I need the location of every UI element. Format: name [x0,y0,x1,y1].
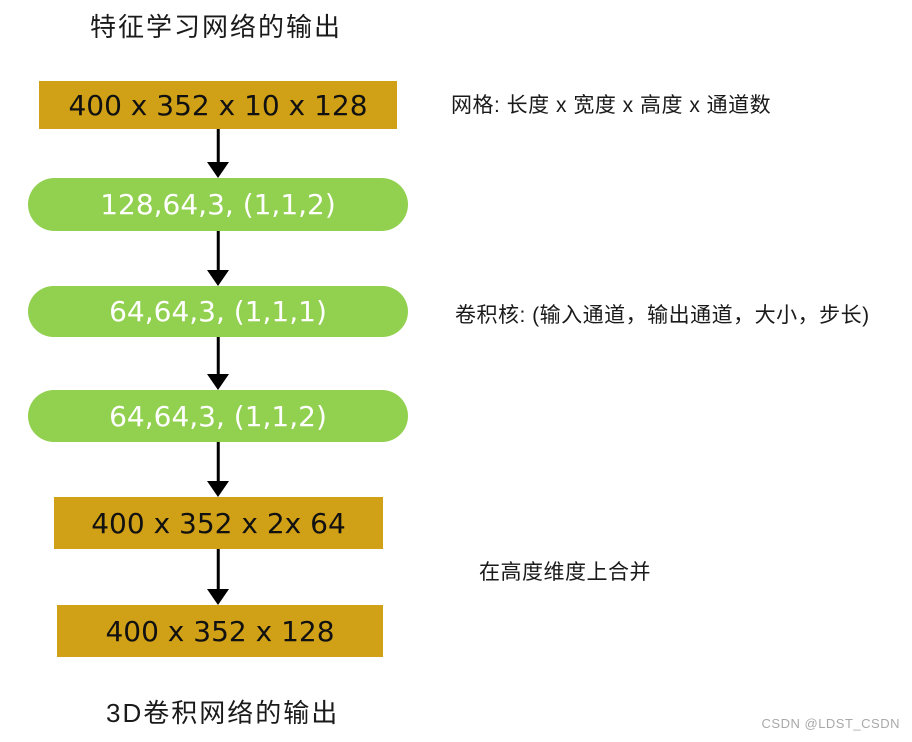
height-merge-annotation: 在高度维度上合并 [479,561,651,584]
feature-learning-output-label: 特征学习网络的输出 [90,12,343,42]
flow-node-conv-1: 128,64,3, (1,1,2) [28,178,408,231]
arrow-shaft [216,129,220,165]
arrow-shaft [216,231,220,273]
flow-arrow-2 [207,231,229,286]
grid-dimensions-annotation: 网格: 长度 x 宽度 x 高度 x 通道数 [451,94,772,117]
flow-arrow-4 [207,442,229,497]
arrow-head-icon [207,374,229,390]
flow-arrow-3 [207,337,229,390]
conv-kernel-annotation: 卷积核: (输入通道，输出通道，大小，步长) [455,304,870,327]
arrow-shaft [216,549,220,592]
flow-node-input-grid: 400 x 352 x 10 x 128 [39,81,397,129]
flow-node-conv-2: 64,64,3, (1,1,1) [28,286,408,337]
flow-node-output-grid: 400 x 352 x 128 [57,605,383,657]
csdn-watermark: CSDN @LDST_CSDN [761,716,900,731]
flow-node-merged-grid: 400 x 352 x 2x 64 [54,497,383,549]
arrow-head-icon [207,589,229,605]
arrow-shaft [216,442,220,484]
arrow-head-icon [207,162,229,178]
flow-arrow-5 [207,549,229,605]
arrow-shaft [216,337,220,377]
conv3d-output-label: 3D卷积网络的输出 [106,698,340,728]
arrow-head-icon [207,270,229,286]
arrow-head-icon [207,481,229,497]
flow-node-conv-3: 64,64,3, (1,1,2) [28,390,408,442]
flow-arrow-1 [207,129,229,178]
